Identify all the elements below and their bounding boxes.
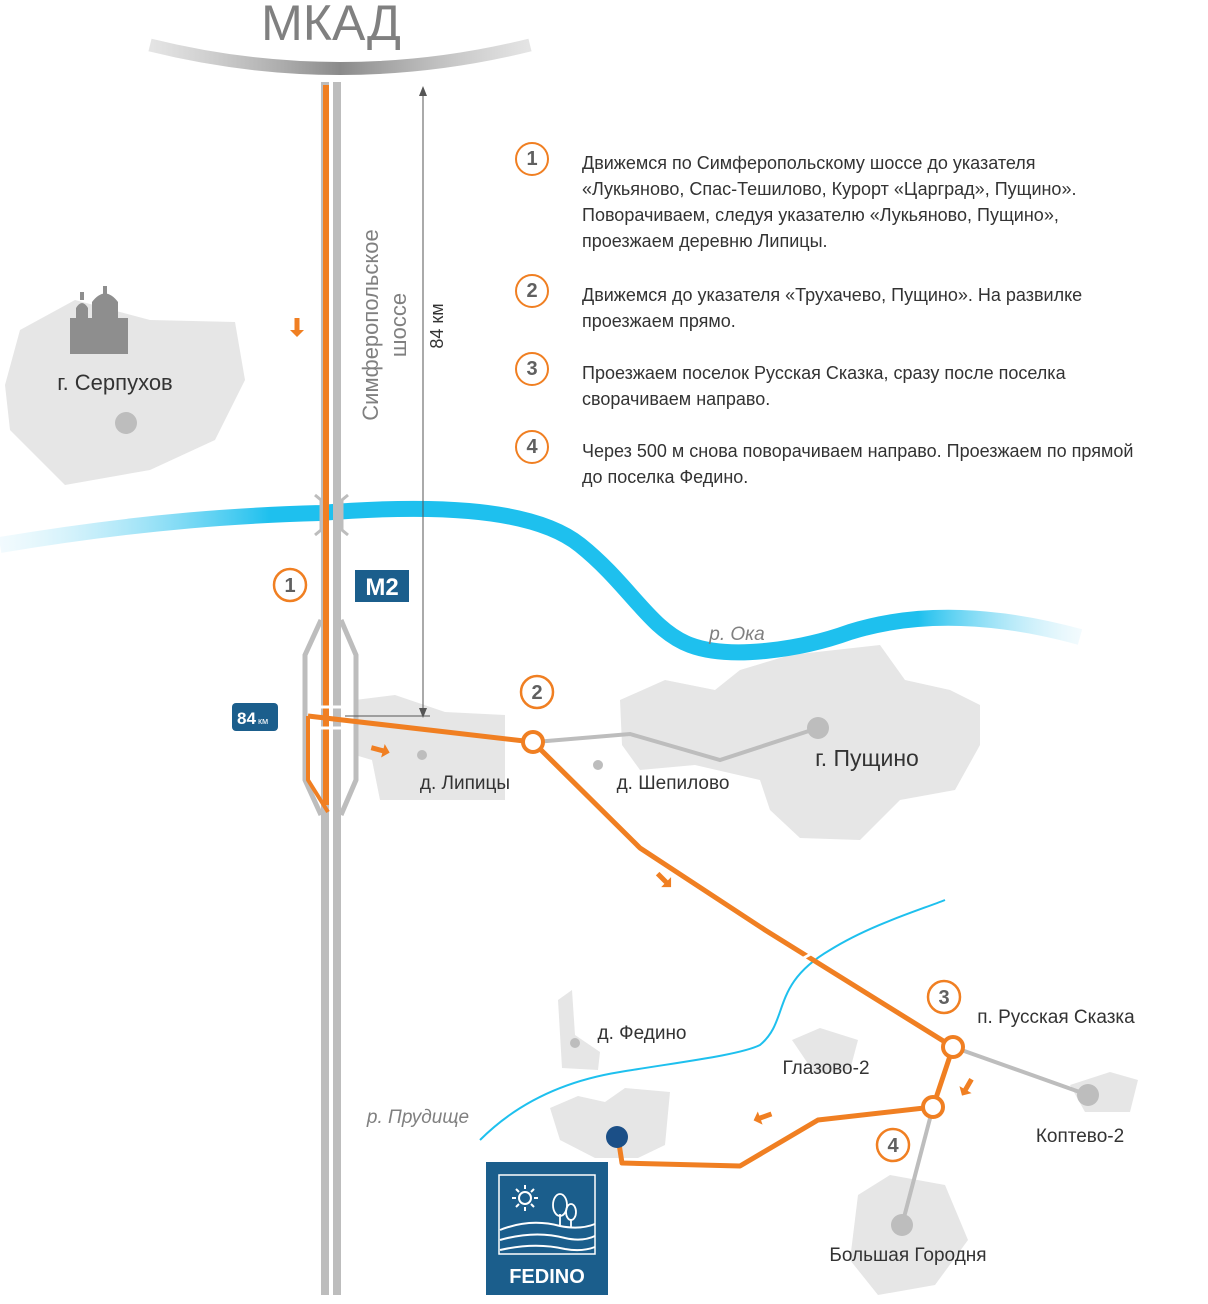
glazovo-label: Глазово-2 xyxy=(782,1058,869,1079)
step-badge: 1 xyxy=(515,142,549,176)
svg-text:4: 4 xyxy=(887,1135,899,1157)
svg-text:FEDINO: FEDINO xyxy=(509,1266,585,1288)
pushchino-area xyxy=(620,645,980,840)
koptevo-label: Коптево-2 xyxy=(1036,1126,1124,1147)
map-step-2: 2 xyxy=(519,674,555,710)
oka-river xyxy=(0,500,1083,661)
lipitsy-area xyxy=(355,695,505,800)
distance-indicator xyxy=(345,86,430,718)
route-path xyxy=(306,85,956,1169)
instruction-text: Движемся по Симферопольскому шоссе до ук… xyxy=(582,153,1077,251)
distance-label: 84 км xyxy=(427,303,447,348)
map-step-3: 3 xyxy=(926,979,962,1015)
prudishche-river xyxy=(479,899,946,1141)
arrow-down-icon xyxy=(290,318,304,337)
lipitsy-label: д. Липицы xyxy=(420,773,510,794)
instruction-text: Движемся до указателя «Трухачево, Пущино… xyxy=(582,285,1083,331)
sun-icon xyxy=(512,1185,538,1211)
svg-text:2: 2 xyxy=(531,682,542,704)
gorodnya-area xyxy=(850,1175,968,1295)
mkad-ring xyxy=(148,38,532,75)
glazovo-area xyxy=(792,1028,858,1074)
step-badge: 3 xyxy=(515,352,549,386)
highway-m2 xyxy=(302,82,359,1295)
hills-icon xyxy=(499,1221,596,1252)
arrow-left-icon xyxy=(753,1111,773,1125)
svg-text:Симферопольское: Симферопольское xyxy=(358,229,383,420)
highway-name: Симферопольское шоссе xyxy=(358,229,411,420)
svg-text:шоссе: шоссе xyxy=(386,293,411,357)
destination-dot xyxy=(606,1126,628,1148)
shepilovo-label: д. Шепилово xyxy=(617,773,730,794)
km-marker: 84 км xyxy=(232,703,278,731)
serpukhov-label: г. Серпухов xyxy=(57,370,173,395)
settlement-areas xyxy=(5,300,1138,1295)
instruction-text: Через 500 м снова поворачиваем направо. … xyxy=(582,441,1134,487)
map-step-1: 1 xyxy=(272,567,308,603)
crossing-marks xyxy=(318,705,819,962)
fedino-south-area xyxy=(550,1088,670,1158)
map-step-4: 4 xyxy=(875,1127,911,1163)
svg-text:3: 3 xyxy=(938,987,949,1009)
tree-icon xyxy=(552,1193,577,1228)
m2-badge: M2 xyxy=(355,570,409,602)
junction-nodes xyxy=(521,730,965,1119)
direction-arrows xyxy=(290,318,974,1125)
step-badge: 2 xyxy=(515,274,549,308)
arrow-diag-icon xyxy=(655,871,672,888)
svg-text:1: 1 xyxy=(284,575,295,597)
serpukhov-area xyxy=(5,300,245,485)
gorodnya-label: Большая Городня xyxy=(829,1245,986,1266)
svg-text:км: км xyxy=(258,716,268,726)
mkad-label: МКАД xyxy=(261,0,401,51)
fedino-logo: FEDINO xyxy=(486,1162,608,1295)
fedino-area xyxy=(558,990,600,1070)
russkaya-skazka-label: п. Русская Сказка xyxy=(977,1007,1135,1028)
church-icon xyxy=(70,286,128,354)
fedino-label: д. Федино xyxy=(598,1023,687,1044)
oka-label: р. Ока xyxy=(708,624,764,645)
bridge-mark xyxy=(314,493,349,537)
step-badge: 4 xyxy=(515,430,549,464)
svg-text:M2: M2 xyxy=(365,574,398,601)
pushchino-label: г. Пущино xyxy=(815,745,919,771)
local-roads xyxy=(534,726,1089,1226)
prudishche-label: р. Прудище xyxy=(366,1107,469,1128)
instruction-text: Проезжаем поселок Русская Сказка, сразу … xyxy=(582,363,1066,409)
arrow-right-icon xyxy=(370,744,390,758)
svg-text:84: 84 xyxy=(237,709,256,728)
settlement-dots xyxy=(115,412,1099,1236)
arrow-sw-icon xyxy=(959,1077,974,1096)
